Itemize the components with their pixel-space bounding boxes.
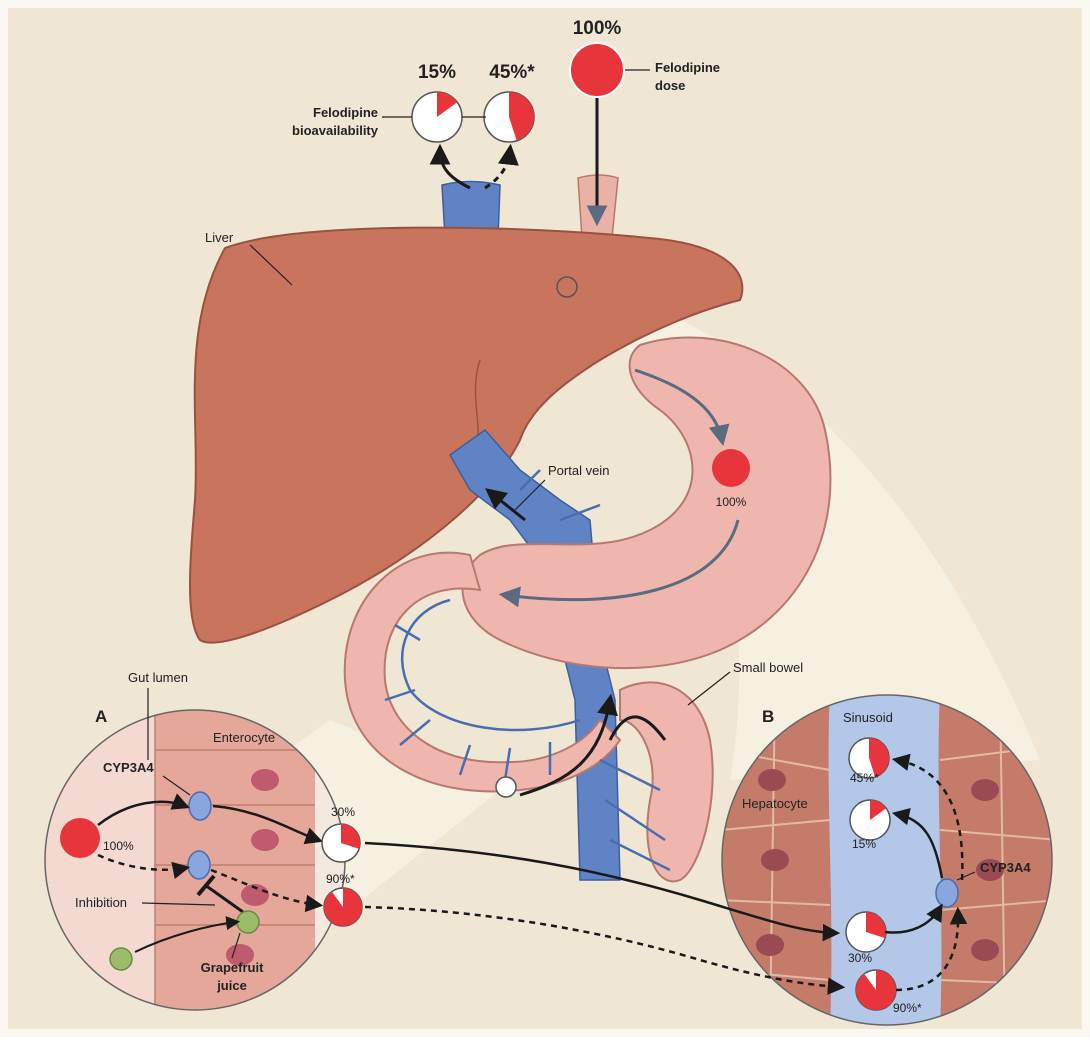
panel-a-dose-value: 100% [103,839,134,853]
panel-b-15-pie [850,800,890,840]
bioavailability-45-value: 45%* [489,62,535,83]
panel-b-90-pie [856,970,896,1010]
panel-b-cyp-enzyme [936,879,958,907]
panel-a-cyp-enzyme-active [189,792,211,820]
dose-circle [570,43,624,97]
hepatocyte-label: Hepatocyte [742,796,808,811]
panel-b-30-pie [846,912,886,952]
dose-label-1: Felodipine [655,60,720,75]
panel-a-cyp-label: CYP3A4 [103,760,154,775]
panel-b-cyp-label: CYP3A4 [980,860,1031,875]
grapefruit-molecule-2 [110,948,132,970]
bioavailability-45-pie [484,92,534,142]
stomach-drug-circle [712,449,750,487]
panel-a-90-value: 90%* [326,872,355,886]
panel-b-15-value: 15% [852,837,876,851]
panel-a-90-pie [324,888,362,926]
dose-label-2: dose [655,78,685,93]
bioavailability-label-2: bioavailability [292,123,379,138]
panel-a-letter: A [95,707,107,726]
pie-slice [856,970,896,1010]
sinusoid-label: Sinusoid [843,710,893,725]
bioavailability-15-pie [412,92,462,142]
pie-slice [324,888,362,926]
dose-value: 100% [573,18,622,39]
panel-a-cyp-enzyme-inhibited [188,851,210,879]
panel-a-30-value: 30% [331,805,355,819]
panel-b-90-value: 90%* [893,1001,922,1015]
panel-b-letter: B [762,707,774,726]
grapefruit-label-1: Grapefruit [201,960,265,975]
enterocyte-label: Enterocyte [213,730,275,745]
portal-vein-label: Portal vein [548,463,609,478]
gut-lumen-label: Gut lumen [128,670,188,685]
liver-label: Liver [205,230,234,245]
grapefruit-label-2: juice [216,978,247,993]
small-bowel-label: Small bowel [733,660,803,675]
panel-a-30-pie [322,824,360,862]
bioavailability-label-1: Felodipine [313,105,378,120]
inhibition-label: Inhibition [75,895,127,910]
grapefruit-molecule-1 [237,911,259,933]
panel-a-dose-circle [60,818,100,858]
panel-b-45-value: 45%* [850,771,879,785]
bioavailability-15-value: 15% [418,62,456,83]
bowel-zoom-marker [496,777,516,797]
stomach-value: 100% [716,495,747,509]
panel-b-30-value: 30% [848,951,872,965]
